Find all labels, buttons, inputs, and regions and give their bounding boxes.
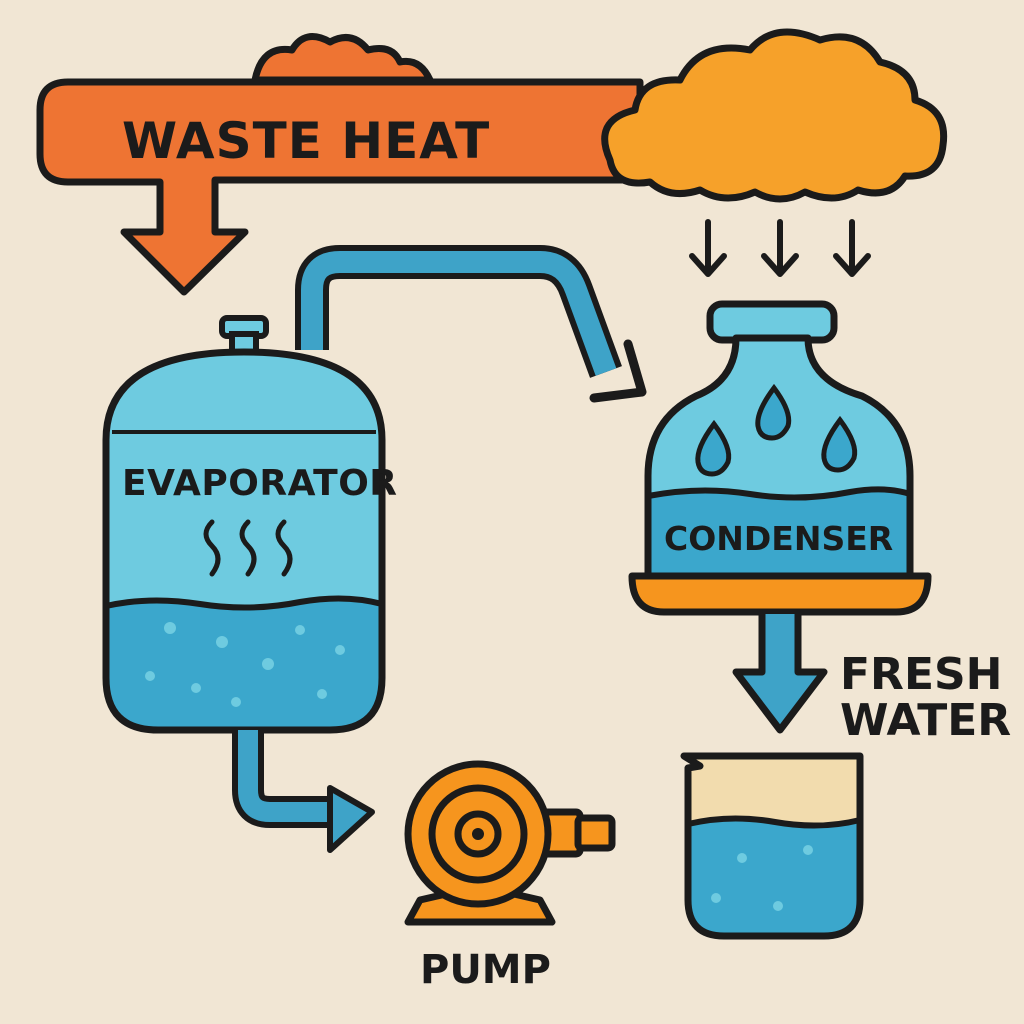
condenser-water: [648, 489, 910, 576]
vapor-pipe: [295, 245, 647, 403]
steam-waves-icon: [203, 519, 293, 577]
fresh-water-beaker: [680, 752, 864, 940]
waste-heat-flow: [36, 33, 644, 296]
evaporator-label: EVAPORATOR: [122, 463, 398, 504]
waste-heat-label: WASTE HEAT: [122, 112, 491, 170]
pump-label: PUMP: [420, 947, 551, 993]
brine-pipe: [232, 730, 375, 853]
evaporator-tank: [102, 315, 386, 734]
droplet-icon: [695, 383, 858, 477]
down-arrow-icon: [689, 219, 727, 277]
heat-plume-top: [251, 33, 434, 84]
steam-cloud-icon: [601, 28, 948, 203]
condensation-arrows: [689, 219, 871, 277]
condenser-vessel: [628, 300, 932, 616]
condenser-label: CONDENSER: [664, 519, 894, 558]
bubbles: [145, 622, 345, 707]
down-arrow-icon: [833, 219, 871, 277]
down-arrow-icon: [761, 219, 799, 277]
heat-band: [36, 78, 644, 296]
pump-icon: [404, 760, 616, 926]
fresh-water-label: FRESH WATER: [840, 649, 1012, 747]
condenser-tray: [628, 572, 932, 616]
brine-arrowhead: [327, 785, 375, 853]
evaporator-water: [106, 598, 382, 730]
vapor-arrowhead: [589, 339, 647, 403]
fresh-water-arrow: [732, 614, 828, 734]
